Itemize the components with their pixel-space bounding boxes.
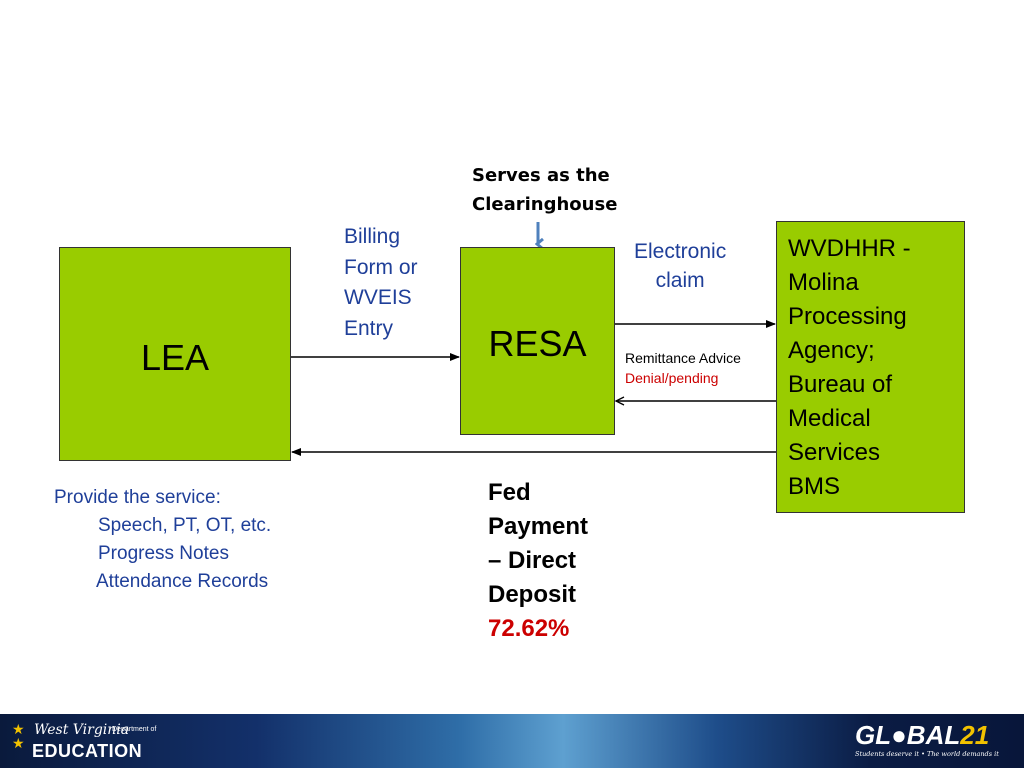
billing-line: Entry <box>344 316 394 340</box>
resa-label: RESA <box>488 323 587 364</box>
global21-tagline: Students deserve it • The world demands … <box>855 750 999 758</box>
billing-line: Form or <box>344 255 418 279</box>
wvdhhr-line: Processing <box>788 303 907 330</box>
clearinghouse-line: Serves as the <box>472 165 610 186</box>
remittance-advice-label: Remittance Advice <box>625 350 741 366</box>
wvdhhr-label: WVDHHR - Molina Processing Agency; Burea… <box>788 232 960 504</box>
wvdhhr-line: Bureau of <box>788 371 893 398</box>
electronic-claim-line: Electronic <box>634 240 727 263</box>
service-item: Speech, PT, OT, etc. <box>98 515 272 536</box>
wv-logo-education: EDUCATION <box>32 741 143 761</box>
clearinghouse-label: Serves as the Clearinghouse <box>472 161 617 219</box>
fed-payment-line: Payment <box>488 513 589 540</box>
lea-label: LEA <box>140 337 210 378</box>
wvdhhr-box: WVDHHR - Molina Processing Agency; Burea… <box>776 221 965 513</box>
global21-logo: GL●BAL21 Students deserve it • The world… <box>855 720 1015 758</box>
service-item: Progress Notes <box>98 543 229 564</box>
fed-payment-line: Deposit <box>488 581 577 608</box>
wvdhhr-line: Molina <box>788 269 859 296</box>
wvdhhr-line: Services <box>788 439 881 466</box>
billing-line: Billing <box>344 225 401 248</box>
wvdhhr-line: WVDHHR - <box>788 235 911 262</box>
electronic-claim-label: Electronic claim <box>634 237 726 295</box>
service-item: Attendance Records <box>96 571 269 592</box>
global21-number: 21 <box>960 720 990 750</box>
fed-payment-label: Fed Payment – Direct Deposit 72.62% <box>488 476 588 646</box>
global21-name: GL●BAL21 <box>855 720 1015 750</box>
fed-payment-percent: 72.62% <box>488 615 570 642</box>
billing-label: Billing Form or WVEIS Entry <box>344 222 418 344</box>
fed-payment-line: Fed <box>488 479 531 506</box>
electronic-claim-line: claim <box>655 269 705 292</box>
service-heading: Provide the service: <box>54 487 221 508</box>
fed-payment-line: – Direct <box>488 547 577 574</box>
stars-icon: ★★ <box>12 721 25 751</box>
service-list: Provide the service: Speech, PT, OT, etc… <box>54 484 271 596</box>
wv-logo-dept: Department of <box>112 726 157 733</box>
billing-line: WVEIS <box>344 286 412 309</box>
footer-banner: ★★ West Virginia Department of EDUCATION… <box>0 714 1024 768</box>
clearinghouse-line: Clearinghouse <box>472 194 618 215</box>
wvdhhr-line: BMS <box>788 473 841 500</box>
lea-box: LEA <box>59 247 291 461</box>
wvdhhr-line: Medical <box>788 405 871 432</box>
wv-logo-script: West Virginia <box>34 722 130 738</box>
resa-box: RESA <box>460 247 615 435</box>
denial-pending-label: Denial/pending <box>625 370 719 386</box>
wvdhhr-line: Agency; <box>788 337 875 364</box>
global21-word: GL●BAL <box>855 720 961 750</box>
